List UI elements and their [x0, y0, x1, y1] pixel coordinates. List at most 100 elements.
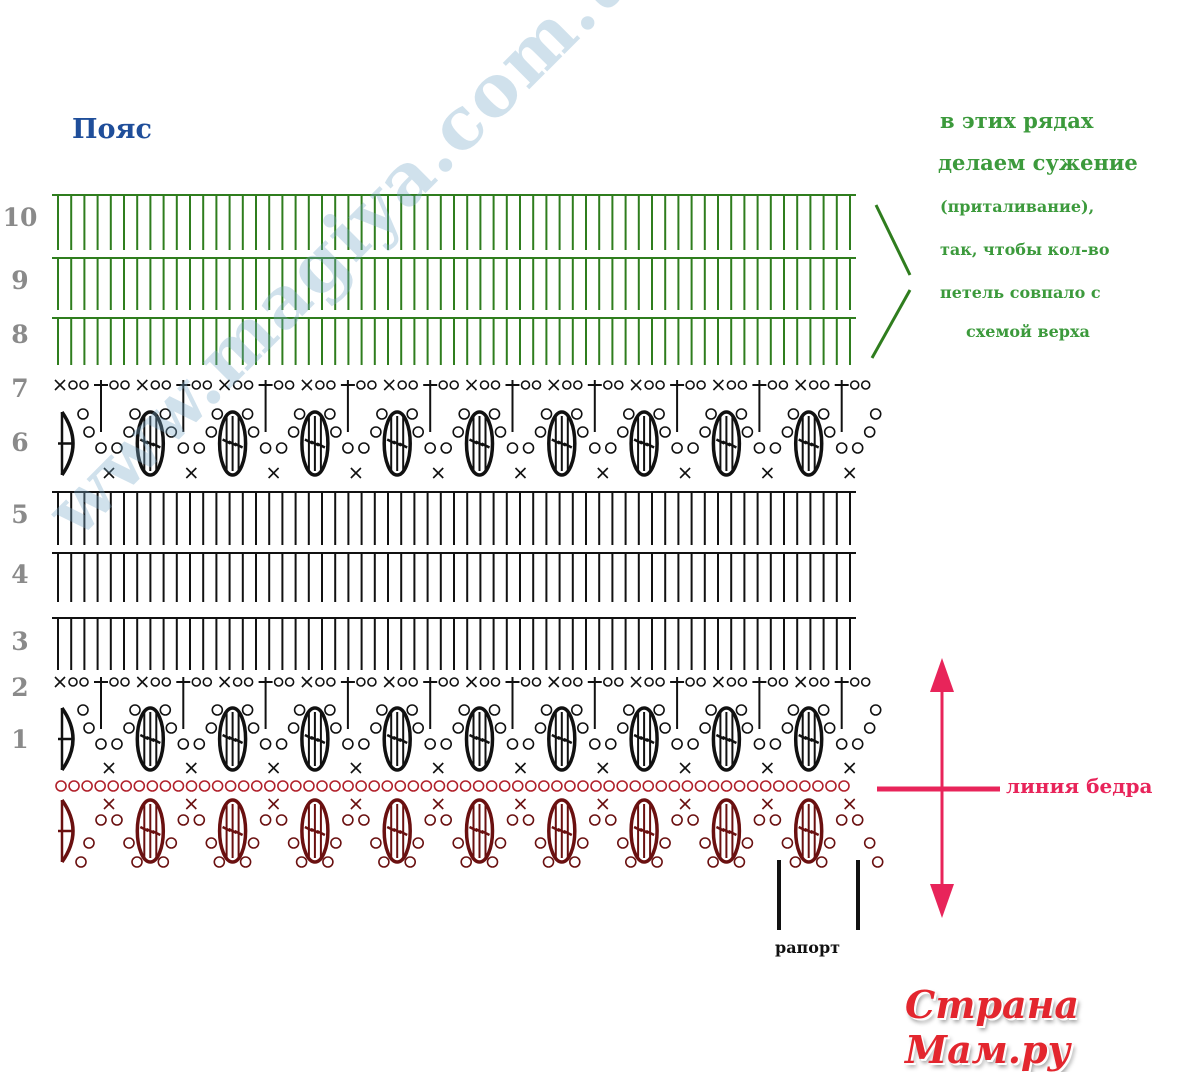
shell-symbol: [563, 829, 573, 837]
chain-symbol: [767, 380, 778, 390]
chain-symbol: [835, 442, 848, 454]
foundation-chain-symbol: [681, 780, 694, 792]
single-crochet-symbol: [350, 798, 362, 810]
chain-symbol: [165, 837, 178, 849]
chain-symbol: [561, 380, 572, 390]
chain-symbol: [165, 722, 178, 734]
chain-symbol: [685, 677, 695, 687]
single-crochet-symbol: [514, 762, 527, 774]
single-crochet-symbol: [136, 379, 148, 391]
shell-symbol: [217, 798, 248, 864]
single-crochet-symbol: [795, 676, 807, 688]
note-line-4: так, чтобы кол-во: [940, 240, 1110, 259]
single-crochet-symbol: [383, 379, 395, 391]
chain-symbol: [131, 856, 143, 868]
chain-symbol: [202, 677, 213, 687]
chain-symbol: [367, 380, 377, 390]
chain-symbol: [452, 722, 465, 734]
chain-symbol: [659, 426, 671, 438]
chain-symbol: [823, 426, 836, 438]
shell-symbol: [316, 442, 326, 449]
shell-symbol: [645, 829, 655, 837]
foundation-chain-symbol: [629, 780, 642, 792]
single-crochet-symbol: [761, 467, 773, 479]
foundation-chain-symbol: [642, 780, 655, 792]
note-line-2: делаем сужение: [938, 150, 1138, 175]
chain-symbol: [781, 426, 794, 438]
chain-symbol: [869, 408, 882, 420]
foundation-chain-symbol: [524, 780, 537, 792]
chain-symbol: [767, 677, 778, 687]
chain-symbol: [707, 856, 719, 868]
chain-symbol: [570, 704, 583, 716]
single-crochet-symbol: [268, 762, 280, 774]
chain-symbol: [588, 738, 601, 750]
foundation-chain-symbol: [81, 780, 93, 792]
shell-symbol: [727, 737, 737, 745]
chain-symbol: [769, 814, 782, 826]
chain-symbol: [819, 677, 830, 687]
chain-symbol: [193, 442, 206, 454]
foundation-chain-symbol: [224, 780, 237, 792]
chain-symbol: [193, 738, 206, 750]
chain-symbol: [424, 814, 437, 826]
foundation-chain-symbol: [746, 780, 759, 792]
chain-symbol: [753, 814, 766, 826]
chain-symbol: [330, 722, 342, 734]
chain-symbol: [604, 442, 617, 454]
single-crochet-symbol: [514, 467, 527, 479]
chain-symbol: [406, 408, 419, 420]
chain-symbol: [622, 408, 635, 420]
foundation-chain-symbol: [459, 780, 472, 792]
single-crochet-symbol: [597, 762, 609, 774]
row-label-2: 2: [11, 673, 29, 702]
chain-symbol: [370, 837, 382, 849]
chain-symbol: [572, 380, 583, 390]
chain-symbol: [315, 677, 325, 687]
chain-symbol: [342, 814, 354, 826]
row-label-7: 7: [11, 374, 29, 403]
chain-symbol: [284, 677, 295, 687]
foundation-chain-symbol: [185, 780, 198, 792]
chain-symbol: [243, 380, 254, 390]
foundation-chain-symbol: [303, 780, 315, 792]
foundation-chain-symbol: [368, 780, 381, 792]
chain-symbol: [687, 738, 699, 750]
chain-symbol: [588, 814, 601, 826]
shell-symbol: [629, 706, 659, 772]
chain-symbol: [123, 722, 135, 734]
chain-symbol: [95, 442, 107, 454]
shell-symbol: [398, 829, 408, 837]
single-crochet-symbol: [630, 379, 642, 391]
chain-symbol: [68, 380, 78, 390]
chain-symbol: [440, 738, 453, 750]
chain-symbol: [863, 837, 876, 849]
shell-symbol: [727, 442, 737, 449]
chain-symbol: [438, 380, 449, 390]
chain-symbol: [412, 837, 425, 849]
foundation-chain-symbol: [107, 780, 119, 792]
shell-symbol: [464, 410, 495, 477]
chain-symbol: [397, 380, 408, 390]
foundation-chain-symbol: [420, 780, 433, 792]
row-label-6: 6: [11, 428, 29, 457]
shell-symbol: [300, 798, 330, 864]
chain-symbol: [540, 408, 553, 420]
single-crochet-symbol: [136, 676, 148, 688]
single-crochet-symbol: [761, 762, 773, 774]
chain-symbol: [241, 704, 254, 716]
chain-symbol: [653, 704, 665, 716]
single-crochet-symbol: [432, 467, 444, 479]
chain-symbol: [412, 426, 425, 438]
single-crochet-symbol: [514, 798, 527, 810]
chain-symbol: [685, 380, 695, 390]
chain-symbol: [570, 408, 583, 420]
chain-symbol: [849, 677, 860, 687]
shell-symbol: [563, 737, 573, 745]
chain-symbol: [735, 704, 748, 716]
chain-symbol: [287, 722, 300, 734]
shell-symbol: [60, 706, 75, 772]
shell-symbol: [645, 442, 655, 449]
chain-symbol: [77, 704, 89, 716]
chain-symbol: [576, 722, 589, 734]
